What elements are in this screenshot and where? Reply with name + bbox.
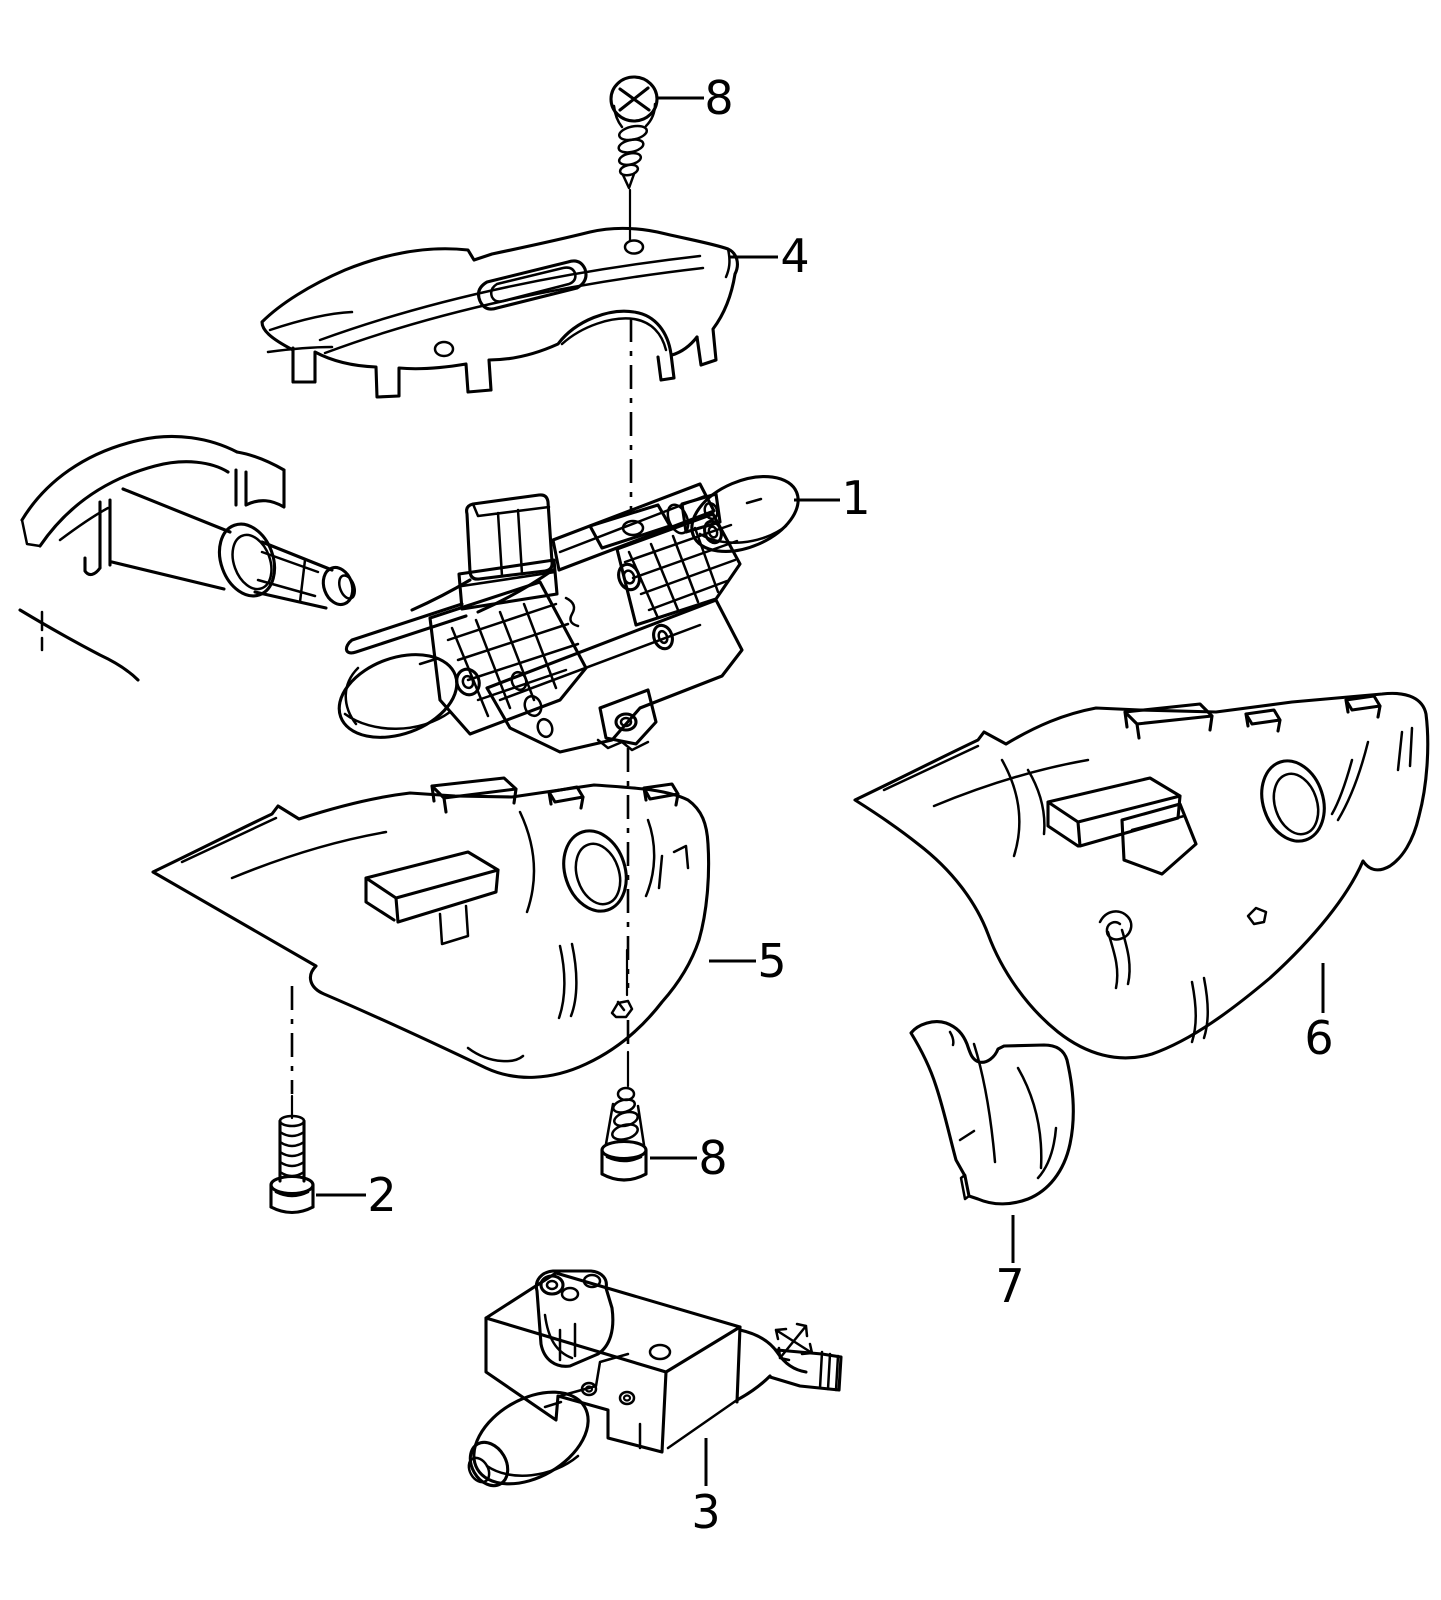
part-4-upper-trim-cover: [260, 226, 739, 399]
left-stalk: [337, 653, 459, 739]
assembly-axis-lines: [290, 188, 633, 1120]
callout-2[interactable]: 2: [367, 1168, 396, 1222]
phillips-slot-icon: [618, 86, 651, 112]
callouts: 1 2 3 4 5 6 7 8 8: [316, 71, 1334, 1539]
lower-switch-module: [428, 580, 588, 736]
part-3-switch-with-stalk: [467, 1269, 843, 1488]
part-8-screw-top: [609, 75, 659, 190]
callout-8-bottom[interactable]: 8: [698, 1131, 727, 1185]
callout-5[interactable]: 5: [757, 934, 786, 988]
callout-8-top[interactable]: 8: [704, 71, 733, 125]
part-8-screw-bottom: [600, 1086, 648, 1182]
screw-hole: [623, 239, 645, 255]
part-5-lower-trim-left: [151, 776, 711, 1079]
part-7-small-cover: [909, 1020, 1075, 1206]
part-1-combination-switch: [337, 475, 800, 754]
mounting-bracket: [485, 598, 744, 754]
steering-column: [18, 434, 357, 682]
callout-4[interactable]: 4: [780, 229, 809, 283]
callout-6[interactable]: 6: [1304, 1011, 1333, 1065]
part-6-lower-trim-right: [853, 691, 1430, 1060]
crossed-arrows-icon: [774, 1322, 814, 1362]
part-2-bolt: [269, 1114, 315, 1215]
connector-block: [465, 493, 554, 581]
callout-3[interactable]: 3: [691, 1485, 720, 1539]
column-opening: [562, 829, 628, 913]
callout-7[interactable]: 7: [995, 1259, 1024, 1313]
right-stalk: [690, 475, 800, 553]
column-opening: [1260, 759, 1326, 843]
callout-1[interactable]: 1: [841, 471, 870, 525]
screw-hole: [621, 519, 645, 537]
